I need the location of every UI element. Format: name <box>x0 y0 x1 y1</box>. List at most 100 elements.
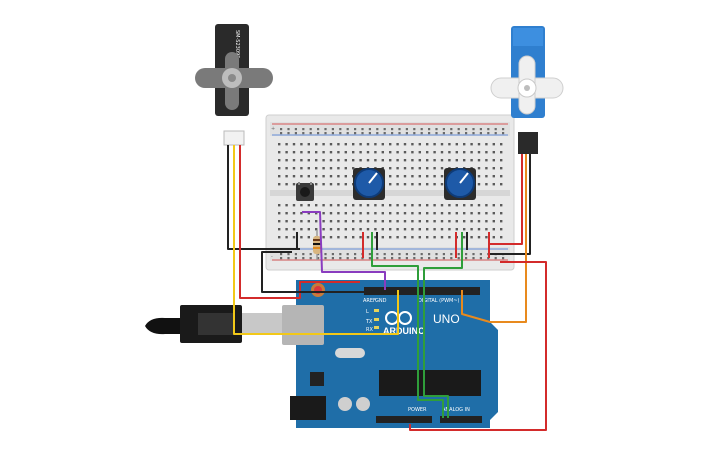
rail-hole <box>494 132 497 135</box>
breadboard-hole <box>344 183 347 186</box>
breadboard-hole <box>278 236 281 239</box>
breadboard-hole <box>329 167 333 170</box>
wires <box>227 145 547 431</box>
breadboard-hole <box>300 220 303 223</box>
rail-hole <box>391 128 394 131</box>
breadboard-hole <box>411 220 414 223</box>
breadboard-hole <box>492 175 495 178</box>
rail-hole <box>457 128 460 131</box>
breadboard-hole <box>403 143 407 146</box>
rail-hole <box>435 257 438 260</box>
rail-hole <box>457 132 460 135</box>
rail-hole <box>324 253 327 256</box>
breadboard-hole <box>337 151 340 154</box>
breadboard-hole <box>307 175 310 178</box>
rail-hole <box>383 253 386 256</box>
rail-hole <box>465 128 468 131</box>
rail-hole <box>420 257 423 260</box>
breadboard-hole <box>374 220 377 223</box>
rail-hole <box>361 132 364 135</box>
breadboard-hole <box>329 183 333 186</box>
breadboard-hole <box>322 183 325 186</box>
breadboard-hole <box>285 236 288 239</box>
breadboard-hole <box>455 204 458 207</box>
rail-hole <box>405 128 408 131</box>
breadboard-hole <box>463 228 466 231</box>
breadboard-hole <box>366 143 370 146</box>
breadboard-hole <box>300 159 303 162</box>
breadboard-hole <box>329 143 333 146</box>
breadboard-hole <box>322 167 325 170</box>
wire-purple-button <box>302 211 386 290</box>
breadboard-hole <box>292 212 296 215</box>
rail-hole <box>479 128 482 131</box>
breadboard-hole <box>411 183 414 186</box>
rail-hole <box>391 132 394 135</box>
breadboard-hole <box>329 204 333 207</box>
rail-hole <box>302 128 305 131</box>
breadboard-hole <box>292 143 296 146</box>
rail-hole <box>376 257 379 260</box>
breadboard-hole <box>292 220 296 223</box>
breadboard-hole <box>463 220 466 223</box>
arduino-power-jack <box>290 396 326 420</box>
breadboard-hole <box>403 175 407 178</box>
breadboard-hole <box>344 212 347 215</box>
breadboard-hole <box>366 228 370 231</box>
potentiometer-right[interactable] <box>444 168 476 200</box>
l-led-label: L <box>366 309 369 315</box>
rail-hole <box>450 128 453 131</box>
rail-hole <box>479 257 482 260</box>
breadboard-hole <box>292 204 296 207</box>
rail-hole <box>502 132 505 135</box>
wire-black-servo-left <box>227 145 300 250</box>
breadboard-hole <box>352 159 355 162</box>
breadboard-hole <box>322 220 325 223</box>
breadboard-hole <box>285 220 288 223</box>
rail-hole <box>331 128 334 131</box>
breadboard-hole <box>374 159 377 162</box>
breadboard-hole <box>485 159 488 162</box>
breadboard-hole <box>315 220 318 223</box>
digital-label: DIGITAL (PWM~) <box>418 298 460 304</box>
breadboard-hole <box>411 228 414 231</box>
breadboard-hole <box>411 167 414 170</box>
breadboard-hole <box>485 183 488 186</box>
breadboard-hole <box>426 167 429 170</box>
breadboard-hole <box>389 151 392 154</box>
potentiometer-left[interactable] <box>353 168 385 200</box>
push-button[interactable] <box>296 182 314 201</box>
breadboard-hole <box>337 228 340 231</box>
rail-hole <box>457 253 460 256</box>
gnd-label: GND <box>375 298 387 304</box>
breadboard-hole <box>396 204 399 207</box>
breadboard-hole <box>411 204 414 207</box>
breadboard-hole <box>396 143 399 146</box>
breadboard-hole <box>492 143 495 146</box>
rail-hole <box>383 132 386 135</box>
breadboard-hole <box>433 159 436 162</box>
rail-hole <box>368 253 371 256</box>
arduino-brand: ARDUINO <box>383 326 425 336</box>
rail-hole <box>391 257 394 260</box>
breadboard-hole <box>359 228 362 231</box>
breadboard-hole <box>411 212 414 215</box>
breadboard-hole <box>337 236 340 239</box>
breadboard-hole <box>440 143 444 146</box>
breadboard-hole <box>315 204 318 207</box>
breadboard-hole <box>300 204 303 207</box>
breadboard-hole <box>374 228 377 231</box>
breadboard-hole <box>500 228 503 231</box>
rail-hole <box>294 253 297 256</box>
rail-hole <box>413 257 416 260</box>
breadboard-hole <box>426 212 429 215</box>
breadboard-hole <box>359 143 362 146</box>
breadboard-hole <box>352 151 355 154</box>
breadboard-hole <box>492 220 495 223</box>
breadboard-hole <box>411 236 414 239</box>
breadboard-hole <box>426 236 429 239</box>
wire-red-servo-right <box>488 154 523 245</box>
rail-hole <box>428 128 431 131</box>
breadboard-hole <box>500 175 503 178</box>
breadboard-hole <box>381 151 384 154</box>
